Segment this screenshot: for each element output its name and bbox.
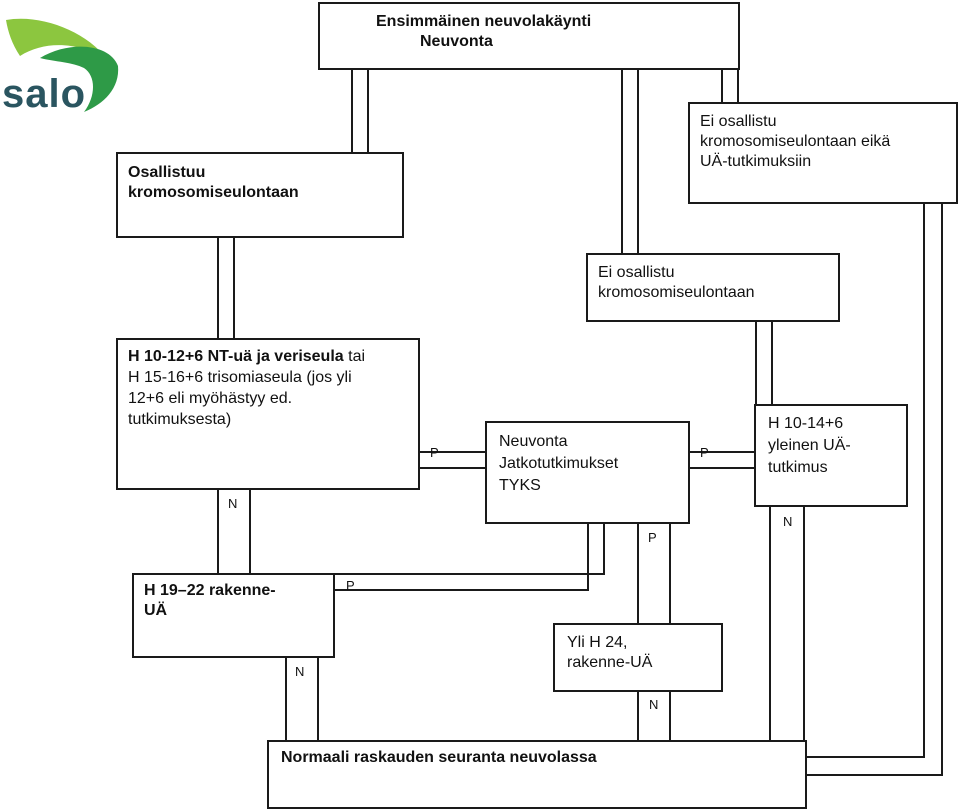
line-counseling-over24 [637,523,671,624]
salo-logo [6,18,119,112]
first-visit-line1: Ensimmäinen neuvolakäynti [376,13,592,30]
nt-line1: H 10-12+6 NT-uä ja veriseula tai [128,346,418,367]
line-general-normal [769,506,805,741]
noscreen-line1: Ei osallistu [598,264,675,281]
counsel-line1: Neuvonta [499,433,568,450]
nt-line3: 12+6 eli myöhästyy ed. [128,390,293,407]
box-participates: Osallistuu kromosomiseulontaan [116,152,404,238]
line-firstvisit-nous [721,69,739,103]
nous-line3: UÄ-tutkimuksiin [700,153,812,170]
general-line2: yleinen UÄ- [768,437,851,454]
line-nt-structural [217,489,251,574]
nt-line1-bold: H 10-12+6 NT-uä ja veriseula [128,348,344,365]
label-counsel-to-over24: P [648,530,657,545]
counsel-line2: Jatkotutkimukset [499,455,619,472]
box-structural-us: H 19–22 rakenne- UÄ [132,573,335,658]
logo-leaf-dark [40,46,119,112]
logo-text: salo [2,72,87,116]
label-nt-n: N [228,496,238,511]
over24-line1: Yli H 24, [567,634,628,651]
participates-line1: Osallistuu [128,164,206,181]
label-struct-n: N [295,664,305,679]
general-line3: tutkimus [768,459,828,476]
connector-lines [217,69,943,776]
nt-line4: tutkimuksesta) [128,411,232,428]
line-over24-normal [637,691,671,741]
box-first-visit: Ensimmäinen neuvolakäynti Neuvonta [318,2,740,70]
line-nt-counseling [419,451,486,469]
line-structural-counseling [334,523,605,591]
nous-line1: Ei osallistu [700,113,777,130]
struct-line1: H 19–22 rakenne- [144,582,276,599]
box-no-screening: Ei osallistu kromosomiseulontaan [586,253,840,322]
label-nt-to-counsel: P [430,445,439,460]
counsel-line3: TYKS [499,477,541,494]
noscreen-line2: kromosomiseulontaan [598,284,755,301]
line-nous-normal [806,203,943,776]
label-general-to-counsel: P [700,445,709,460]
logo-leaf-light [6,18,108,60]
box-general-us: H 10-14+6 yleinen UÄ- tutkimus [754,404,908,507]
box-counseling: Neuvonta Jatkotutkimukset TYKS [485,421,690,524]
first-visit-line2: Neuvonta [420,33,493,50]
line-firstvisit-participates [351,69,369,153]
line-participates-nt [217,237,235,339]
box-over24: Yli H 24, rakenne-UÄ [553,623,723,692]
label-struct-to-counsel: P [346,578,355,593]
nt-line1-normal: tai [343,348,366,365]
over24-line2: rakenne-UÄ [567,654,653,671]
line-noscreening-general [755,321,773,405]
label-over24-n: N [649,697,659,712]
line-firstvisit-noscreening [621,69,639,254]
box-no-screening-no-us: Ei osallistu kromosomiseulontaan eikä UÄ… [688,102,958,204]
line-structural-normal [285,657,319,741]
label-general-n: N [783,514,793,529]
general-line1: H 10-14+6 [768,415,844,432]
struct-line2: UÄ [144,602,168,619]
box-nt-scan: H 10-12+6 NT-uä ja veriseula tai H 15-16… [116,338,420,490]
normal-line1: Normaali raskauden seuranta neuvolassa [281,749,597,766]
nt-line2: H 15-16+6 trisomiaseula (jos yli [128,369,352,386]
participates-line2: kromosomiseulontaan [128,184,299,201]
box-normal-followup: Normaali raskauden seuranta neuvolassa [267,740,807,809]
nous-line2: kromosomiseulontaan eikä [700,133,891,150]
line-general-counseling [689,451,755,469]
